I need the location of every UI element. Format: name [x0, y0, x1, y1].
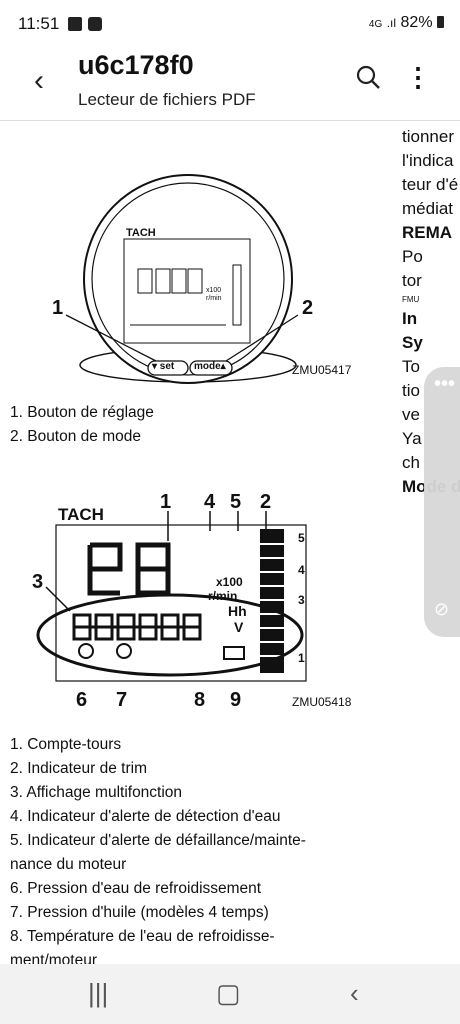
- list-item: 2. Indicateur de trim: [10, 760, 147, 777]
- trim-scale-5: 5: [298, 531, 305, 545]
- list-item: 8. Température de l'eau de refroidisse-: [10, 928, 275, 945]
- trim-scale-4: 4: [298, 563, 305, 577]
- column-line: Po: [402, 247, 423, 266]
- list-item: nance du moteur: [10, 856, 127, 873]
- list-item: 3. Affichage multifonction: [10, 784, 183, 801]
- lcd-rmin-label: r/min: [208, 589, 238, 603]
- lcd-x100-label: x100: [216, 575, 243, 589]
- list-buttons: 1. Bouton de réglage 2. Bouton de mode: [10, 401, 154, 449]
- gallery-icon: [68, 17, 82, 31]
- column-line: FMU: [402, 295, 420, 304]
- column-line: tionner: [402, 127, 454, 146]
- list-item: ment/moteur: [10, 952, 98, 964]
- callout-2: 2: [260, 491, 272, 513]
- app-subtitle: Lecteur de fichiers PDF: [78, 90, 256, 109]
- list-item: 6. Pression d'eau de refroidissement: [10, 880, 262, 897]
- list-item: 5. Indicateur d'alerte de défaillance/ma…: [10, 832, 306, 849]
- callout-8: 8: [194, 689, 206, 711]
- set-button-label: ▾ set: [152, 361, 175, 372]
- back-nav-icon[interactable]: ‹: [350, 978, 359, 1008]
- status-time: 11:51: [18, 14, 60, 33]
- shopping-bag-icon: [88, 17, 102, 31]
- search-icon[interactable]: [355, 64, 381, 95]
- back-icon[interactable]: ‹: [34, 64, 44, 97]
- battery-icon: [437, 16, 444, 28]
- list-item: 1. Bouton de réglage: [10, 404, 154, 421]
- column-heading: Sy: [402, 333, 423, 352]
- column-heading: REMA: [402, 223, 453, 242]
- floating-panel[interactable]: ••• ⊘: [424, 367, 460, 637]
- figure-code: ZMU05417: [292, 363, 352, 377]
- status-right: 4G .ıl 82%: [369, 14, 444, 32]
- gauge-rmin-label: r/min: [206, 295, 222, 302]
- status-bar: 11:51 4G .ıl 82%: [0, 0, 460, 48]
- lcd-tach-label: TACH: [58, 505, 104, 524]
- column-heading: In: [402, 309, 418, 328]
- callout-4: 4: [204, 491, 216, 513]
- pdf-page[interactable]: TACH x100 r/min ▾ set mode▴ 1 2 ZMU05417…: [0, 121, 460, 964]
- trim-scale-3: 3: [298, 593, 305, 607]
- callout-6: 6: [76, 689, 88, 711]
- figure-code: ZMU05418: [292, 695, 352, 709]
- home-icon[interactable]: ▢: [216, 978, 241, 1008]
- battery-label: 82%: [400, 14, 433, 31]
- more-options-icon[interactable]: ⋮: [405, 62, 431, 92]
- lcd-v-label: V: [234, 619, 244, 635]
- gauge-figure: TACH x100 r/min ▾ set mode▴ 1 2 ZMU05417: [30, 161, 360, 391]
- column-line: teur d'é: [402, 175, 459, 194]
- divider: [0, 120, 460, 121]
- column-line: To: [402, 357, 420, 376]
- list-display-items: 1. Compte-tours 2. Indicateur de trim 3.…: [10, 733, 306, 964]
- gauge-x100-label: x100: [206, 287, 222, 294]
- list-item: 1. Compte-tours: [10, 736, 122, 753]
- recent-apps-icon[interactable]: |||: [88, 978, 109, 1008]
- network-label: 4G: [368, 19, 383, 30]
- callout-1: 1: [160, 491, 172, 513]
- column-line: ch: [402, 453, 420, 472]
- column-line: Ya: [402, 429, 422, 448]
- lcd-figure: TACH x100 r/min Hh V 1 2 3 4 5 6 7 8 9 5…: [20, 491, 360, 721]
- list-item: 2. Bouton de mode: [10, 428, 141, 445]
- list-item: 4. Indicateur d'alerte de détection d'ea…: [10, 808, 281, 825]
- trim-scale-1: 1: [298, 651, 305, 665]
- column-line: tor: [402, 271, 422, 290]
- callout-3: 3: [32, 571, 44, 593]
- list-item: 7. Pression d'huile (modèles 4 temps): [10, 904, 269, 921]
- signal-icon: .ıl: [386, 16, 397, 30]
- column-line: médiat: [402, 199, 454, 218]
- hide-panel-icon[interactable]: ⊘: [434, 599, 450, 619]
- app-bar: ‹ u6c178f0 Lecteur de fichiers PDF ⋮: [0, 48, 460, 118]
- more-dots-icon[interactable]: •••: [434, 373, 456, 395]
- next-column-text: tionner l'indica teur d'é médiat REMA Po…: [402, 125, 460, 499]
- lcd-hh-label: Hh: [228, 603, 247, 619]
- callout-9: 9: [230, 689, 242, 711]
- document-title: u6c178f0: [78, 50, 194, 80]
- column-line: l'indica: [402, 151, 454, 170]
- callout-2: 2: [302, 297, 314, 319]
- column-line: ve: [402, 405, 420, 424]
- system-nav-bar: ||| ▢ ‹: [0, 964, 460, 1024]
- callout-1: 1: [52, 297, 64, 319]
- mode-button-label: mode▴: [194, 361, 226, 372]
- column-line: tio: [402, 381, 420, 400]
- callout-5: 5: [230, 491, 242, 513]
- callout-7: 7: [116, 689, 128, 711]
- gauge-tach-label: TACH: [126, 227, 156, 239]
